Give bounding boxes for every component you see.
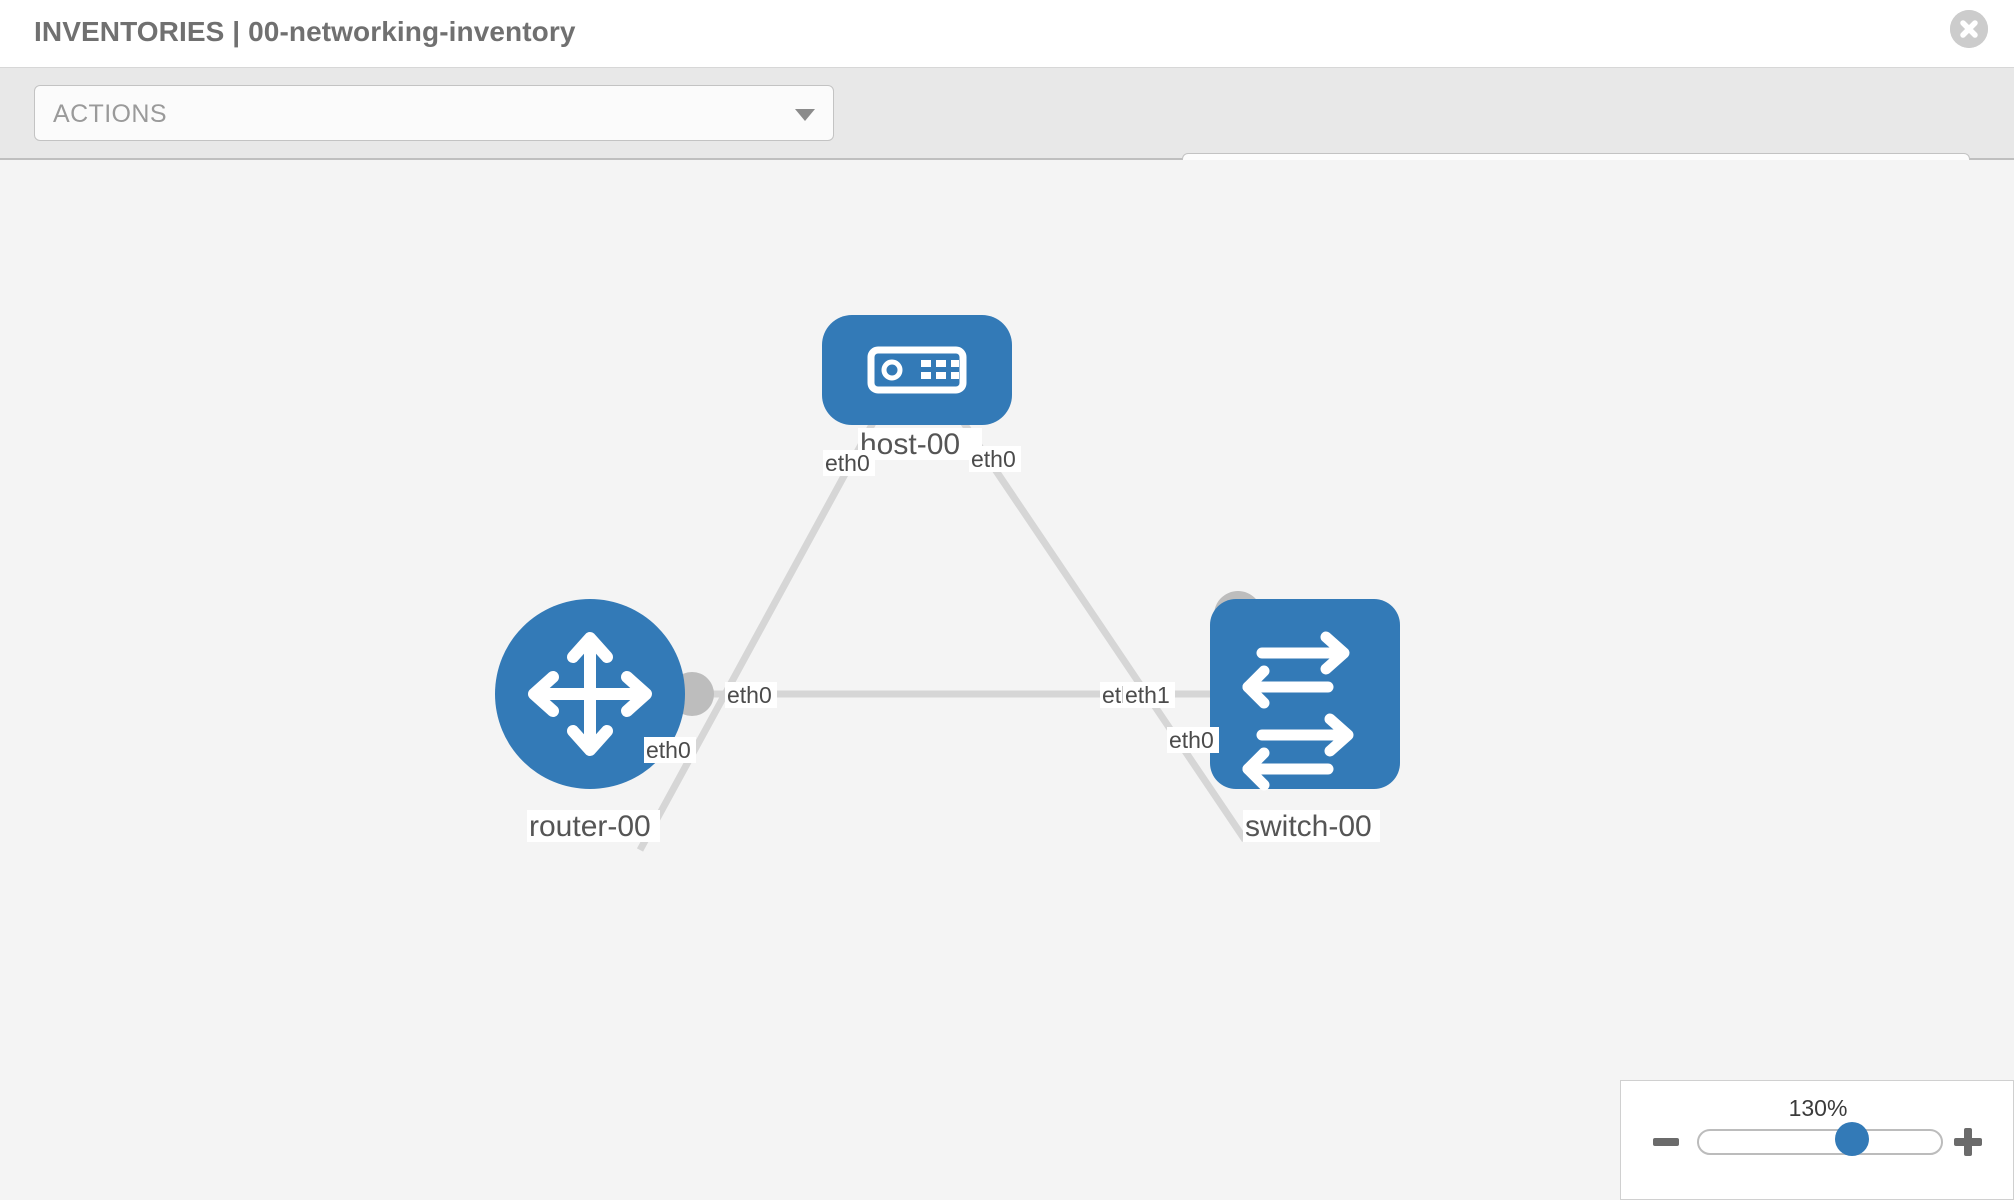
node-host-00[interactable] bbox=[822, 315, 1012, 425]
topology-graph: host-00 router-00 switch-00 eth0 eth0 et… bbox=[495, 315, 1400, 852]
zoom-out-button[interactable] bbox=[1649, 1125, 1683, 1159]
iface-label-host-left: eth0 bbox=[825, 450, 870, 476]
zoom-in-button[interactable] bbox=[1951, 1125, 1985, 1159]
iface-label-router-right: eth0 bbox=[727, 682, 772, 708]
page-title: INVENTORIES | 00-networking-inventory bbox=[34, 16, 576, 47]
close-icon[interactable] bbox=[1950, 10, 1988, 48]
iface-label-router-up: eth0 bbox=[646, 737, 691, 763]
server-icon bbox=[867, 346, 967, 394]
edge-host-switch[interactable] bbox=[952, 408, 1248, 842]
node-router-00[interactable] bbox=[495, 599, 685, 789]
iface-label-switch-left-over: eth1 bbox=[1125, 682, 1170, 708]
page-header: INVENTORIES | 00-networking-inventory bbox=[0, 0, 2014, 68]
edge-host-router[interactable] bbox=[636, 408, 884, 852]
interface-labels: eth0 eth0 eth0 eth0 eth0 eth0 eth1 bbox=[644, 446, 1219, 763]
actions-dropdown-label: ACTIONS bbox=[53, 100, 167, 128]
toolbar: ACTIONS bbox=[0, 68, 2014, 210]
zoom-level-label: 130% bbox=[1788, 1095, 1848, 1121]
node-label-router-00: router-00 bbox=[529, 810, 651, 843]
node-switch-00-shape[interactable] bbox=[1210, 599, 1400, 789]
node-label-host-00: host-00 bbox=[860, 428, 960, 461]
iface-label-host-right: eth0 bbox=[971, 446, 1016, 472]
actions-dropdown[interactable]: ACTIONS bbox=[34, 85, 834, 141]
iface-label-switch-up: eth0 bbox=[1169, 727, 1214, 753]
zoom-control-panel: 130% bbox=[1620, 1080, 2014, 1200]
topology-edges bbox=[636, 408, 1248, 852]
node-switch-00[interactable] bbox=[1210, 599, 1400, 791]
chevron-down-icon bbox=[795, 109, 815, 121]
node-host-00-shape[interactable] bbox=[822, 315, 1012, 425]
node-labels: host-00 router-00 switch-00 bbox=[527, 428, 1380, 843]
minus-icon bbox=[1653, 1138, 1679, 1146]
topology-canvas[interactable]: host-00 router-00 switch-00 eth0 eth0 et… bbox=[0, 160, 2014, 1200]
zoom-slider-track[interactable] bbox=[1697, 1129, 1943, 1155]
switch-arrows-icon bbox=[1242, 631, 1354, 791]
plus-icon-vertical bbox=[1964, 1128, 1972, 1156]
router-arrows-icon bbox=[528, 632, 652, 756]
node-label-switch-00: switch-00 bbox=[1245, 810, 1372, 843]
zoom-slider-thumb[interactable] bbox=[1834, 1122, 1869, 1156]
